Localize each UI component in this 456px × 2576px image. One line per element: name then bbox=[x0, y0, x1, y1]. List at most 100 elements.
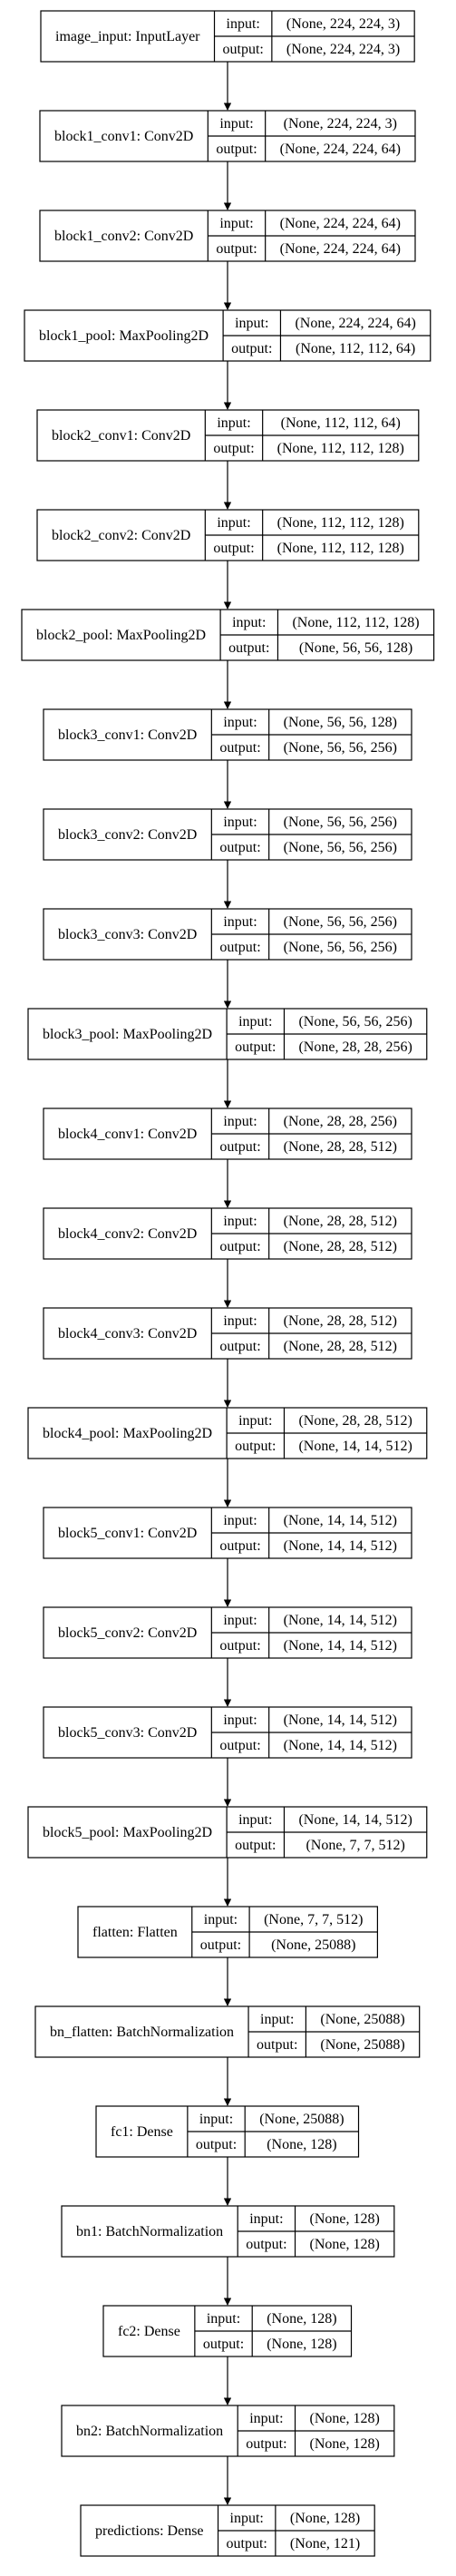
output-label: output: bbox=[200, 1937, 241, 1953]
output-shape: (None, 112, 112, 64) bbox=[296, 341, 415, 356]
input-label: input: bbox=[223, 715, 257, 730]
layer-node: block2_conv2: Conv2Dinput:output:(None, … bbox=[36, 509, 420, 561]
output-shape: (None, 14, 14, 512) bbox=[284, 1538, 397, 1554]
input-label: input: bbox=[232, 615, 266, 630]
input-label: input: bbox=[223, 1114, 257, 1129]
output-label: output: bbox=[219, 1239, 260, 1254]
layer-node: block1_conv1: Conv2Dinput:output:(None, … bbox=[39, 110, 416, 162]
layer-node: block4_conv1: Conv2Dinput:output:(None, … bbox=[43, 1107, 412, 1160]
layer-node: block2_conv1: Conv2Dinput:output:(None, … bbox=[36, 409, 420, 462]
layer-node: block5_conv3: Conv2Dinput:output:(None, … bbox=[43, 1706, 412, 1759]
layer-node: block1_pool: MaxPooling2Dinput:output:(N… bbox=[24, 309, 432, 362]
input-shape: (None, 14, 14, 512) bbox=[298, 1812, 412, 1828]
output-label: output: bbox=[227, 2536, 267, 2552]
layer-node: block3_conv3: Conv2Dinput:output:(None, … bbox=[43, 908, 412, 961]
output-label: output: bbox=[219, 1339, 260, 1354]
input-shape: (None, 112, 112, 64) bbox=[281, 415, 401, 431]
input-shape: (None, 224, 224, 3) bbox=[286, 16, 400, 32]
output-shape: (None, 28, 28, 512) bbox=[284, 1139, 397, 1155]
input-shape: (None, 56, 56, 256) bbox=[298, 1014, 412, 1029]
layer-node: block5_conv1: Conv2Dinput:output:(None, … bbox=[43, 1507, 412, 1559]
input-shape: (None, 56, 56, 256) bbox=[284, 815, 397, 830]
output-label: output: bbox=[219, 740, 260, 756]
output-label: output: bbox=[257, 2037, 297, 2053]
layer-name: block4_conv1: Conv2D bbox=[58, 1127, 197, 1142]
layer-node: bn2: BatchNormalizationinput:output:(Non… bbox=[61, 2405, 395, 2457]
output-label: output: bbox=[196, 2137, 237, 2152]
output-label: output: bbox=[223, 42, 264, 57]
layer-name: block3_conv3: Conv2D bbox=[58, 927, 197, 942]
layer-node: block2_pool: MaxPooling2D input: output: (N… bbox=[21, 609, 435, 661]
output-shape: (None, 112, 112, 128) bbox=[277, 541, 404, 556]
input-label: input: bbox=[223, 1712, 257, 1728]
output-shape: (None, 224, 224, 64) bbox=[280, 141, 401, 157]
layer-name: block5_pool: MaxPooling2D bbox=[43, 1825, 212, 1840]
output-label: output: bbox=[235, 1039, 276, 1055]
layer-node: image_input: InputLayer input: output: (Non… bbox=[40, 10, 415, 63]
input-shape: (None, 14, 14, 512) bbox=[284, 1513, 397, 1528]
layer-name: bn2: BatchNormalization bbox=[76, 2424, 223, 2439]
layer-name: image_input: InputLayer bbox=[55, 29, 200, 44]
input-shape: (None, 224, 224, 3) bbox=[284, 116, 397, 132]
input-label: input: bbox=[223, 914, 257, 930]
layer-node: block5_conv2: Conv2Dinput:output:(None, … bbox=[43, 1606, 412, 1659]
layer-node: block3_conv1: Conv2D input: output: (None, … bbox=[43, 708, 412, 761]
layer-name: fc2: Dense bbox=[118, 2324, 180, 2339]
output-shape: (None, 28, 28, 256) bbox=[298, 1039, 412, 1055]
layer-node: block5_pool: MaxPooling2Dinput:output:(N… bbox=[27, 1806, 428, 1859]
layer-name: block4_conv2: Conv2D bbox=[58, 1226, 197, 1242]
input-shape: (None, 28, 28, 256) bbox=[284, 1114, 397, 1129]
input-label: input: bbox=[204, 1912, 238, 1927]
output-label: output: bbox=[216, 141, 257, 157]
input-label: input: bbox=[238, 1413, 272, 1429]
output-shape: (None, 56, 56, 128) bbox=[299, 640, 412, 656]
input-label: input: bbox=[227, 16, 260, 32]
output-shape: (None, 7, 7, 512) bbox=[306, 1838, 404, 1853]
output-shape: (None, 25088) bbox=[320, 2037, 404, 2053]
input-label: input: bbox=[223, 1214, 257, 1229]
output-shape: (None, 14, 14, 512) bbox=[284, 1738, 397, 1753]
input-shape: (None, 28, 28, 512) bbox=[284, 1313, 397, 1329]
layer-name: block1_pool: MaxPooling2D bbox=[39, 328, 209, 344]
layer-name: block5_conv1: Conv2D bbox=[58, 1526, 197, 1541]
output-shape: (None, 56, 56, 256) bbox=[284, 840, 397, 855]
input-shape: (None, 128) bbox=[310, 2411, 380, 2426]
output-label: output: bbox=[219, 840, 260, 855]
output-shape: (None, 25088) bbox=[271, 1937, 355, 1953]
layer-node: bn_flatten: BatchNormalizationinput:outp… bbox=[34, 2005, 421, 2058]
layer-name: block4_conv3: Conv2D bbox=[58, 1326, 197, 1342]
input-label: input: bbox=[219, 116, 253, 132]
input-label: input: bbox=[238, 1014, 272, 1029]
output-shape: (None, 224, 224, 3) bbox=[286, 42, 400, 57]
layer-name: block2_pool: MaxPooling2D bbox=[36, 628, 206, 643]
output-shape: (None, 121) bbox=[290, 2536, 360, 2552]
nodes: image_input: InputLayer input: output: (Non… bbox=[21, 10, 435, 2557]
input-label: input: bbox=[223, 1513, 257, 1528]
output-shape: (None, 56, 56, 256) bbox=[284, 940, 397, 955]
output-shape: (None, 14, 14, 512) bbox=[284, 1638, 397, 1654]
input-shape: (None, 112, 112, 128) bbox=[277, 515, 404, 531]
layer-name: block3_pool: MaxPooling2D bbox=[43, 1027, 212, 1042]
layer-name: block5_conv2: Conv2D bbox=[58, 1625, 197, 1641]
input-shape: (None, 28, 28, 512) bbox=[298, 1413, 412, 1429]
output-label: output: bbox=[235, 1439, 276, 1454]
output-shape: (None, 56, 56, 256) bbox=[284, 740, 397, 756]
input-label: input: bbox=[199, 2112, 233, 2127]
input-shape: (None, 25088) bbox=[320, 2012, 404, 2027]
input-shape: (None, 112, 112, 128) bbox=[292, 615, 419, 630]
layer-node: block4_conv2: Conv2Dinput:output:(None, … bbox=[43, 1207, 412, 1260]
input-shape: (None, 14, 14, 512) bbox=[284, 1712, 397, 1728]
layer-name: block3_conv1: Conv2D bbox=[58, 727, 197, 743]
layer-name: block4_pool: MaxPooling2D bbox=[43, 1426, 212, 1441]
input-label: input: bbox=[223, 1613, 257, 1628]
input-label: input: bbox=[230, 2511, 264, 2526]
output-shape: (None, 28, 28, 512) bbox=[284, 1339, 397, 1354]
output-label: output: bbox=[213, 441, 254, 456]
input-shape: (None, 56, 56, 128) bbox=[284, 715, 397, 730]
input-shape: (None, 56, 56, 256) bbox=[284, 914, 397, 930]
input-shape: (None, 25088) bbox=[259, 2112, 344, 2127]
output-label: output: bbox=[216, 241, 257, 257]
output-label: output: bbox=[228, 640, 269, 656]
